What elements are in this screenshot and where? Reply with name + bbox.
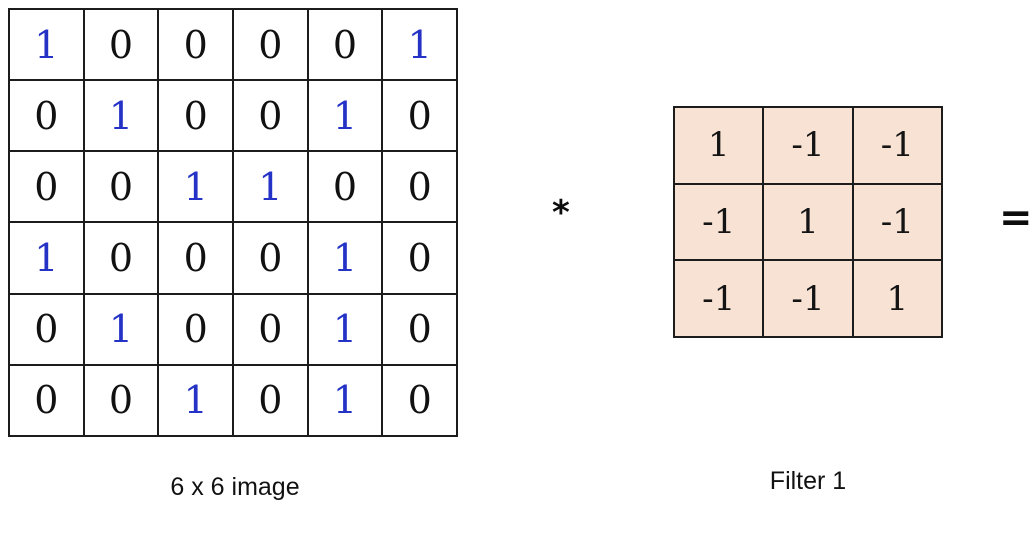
equals-operator-icon: = — [999, 195, 1029, 241]
image-matrix-cell-r4c2: 0 — [84, 223, 160, 295]
image-matrix-cell-r6c6: 0 — [383, 365, 458, 437]
image-matrix-cell-r1c5: 0 — [308, 10, 384, 82]
image-matrix-cell-r1c1: 1 — [10, 10, 85, 82]
filter-matrix-cell-r2c1: -1 — [675, 184, 765, 262]
image-matrix-cell-r4c5: 1 — [308, 223, 384, 295]
image-matrix-cell-r2c1: 0 — [10, 81, 85, 153]
image-matrix-cell-r6c2: 0 — [84, 365, 160, 437]
filter-matrix-cell-r2c3: -1 — [853, 184, 943, 262]
image-matrix-cell-r6c1: 0 — [10, 365, 85, 437]
image-matrix-cell-r4c4: 0 — [233, 223, 309, 295]
image-matrix-cell-r6c4: 0 — [233, 365, 309, 437]
image-matrix-cell-r6c5: 1 — [308, 365, 384, 437]
image-matrix-cell-r4c3: 0 — [159, 223, 234, 295]
filter-matrix-cell-r3c1: -1 — [675, 261, 765, 338]
filter-matrix-cell-r3c3: 1 — [853, 261, 943, 338]
image-matrix-cell-r2c5: 1 — [308, 81, 384, 153]
filter-matrix-cell-r1c3: -1 — [853, 108, 943, 185]
filter-matrix-cell-r2c2: 1 — [764, 184, 854, 262]
image-matrix-cell-r1c4: 0 — [233, 10, 309, 82]
image-matrix-cell-r5c2: 1 — [84, 294, 160, 366]
image-matrix-cell-r3c4: 1 — [233, 152, 309, 224]
image-matrix-cell-r2c3: 0 — [159, 81, 234, 153]
image-matrix-cell-r5c6: 0 — [383, 294, 458, 366]
image-matrix-cell-r3c6: 0 — [383, 152, 458, 224]
filter-matrix-cell-r3c2: -1 — [764, 261, 854, 338]
filter-matrix-cell-r1c2: -1 — [764, 108, 854, 185]
image-matrix-cell-r6c3: 1 — [159, 365, 234, 437]
image-matrix-cell-r4c1: 1 — [10, 223, 85, 295]
image-matrix-cell-r1c6: 1 — [383, 10, 458, 82]
image-matrix-cell-r5c4: 0 — [233, 294, 309, 366]
image-matrix-cell-r5c1: 0 — [10, 294, 85, 366]
image-matrix-cell-r3c5: 0 — [308, 152, 384, 224]
image-matrix-cell-r3c1: 0 — [10, 152, 85, 224]
image-matrix-cell-r3c2: 0 — [84, 152, 160, 224]
image-matrix-cell-r2c6: 0 — [383, 81, 458, 153]
filter-matrix-caption: Filter 1 — [769, 467, 847, 495]
convolution-operator-icon: * — [552, 193, 570, 233]
image-matrix-cell-r5c3: 0 — [159, 294, 234, 366]
image-matrix-cell-r3c3: 1 — [159, 152, 234, 224]
image-matrix-cell-r5c5: 1 — [308, 294, 384, 366]
image-matrix-cell-r1c2: 0 — [84, 10, 160, 82]
image-matrix-cell-r2c2: 1 — [84, 81, 160, 153]
image-matrix-caption: 6 x 6 image — [170, 473, 300, 501]
image-matrix-cell-r1c3: 0 — [159, 10, 234, 82]
filter-matrix-cell-r1c1: 1 — [675, 108, 765, 185]
image-matrix-cell-r4c6: 0 — [383, 223, 458, 295]
image-matrix-cell-r2c4: 0 — [233, 81, 309, 153]
